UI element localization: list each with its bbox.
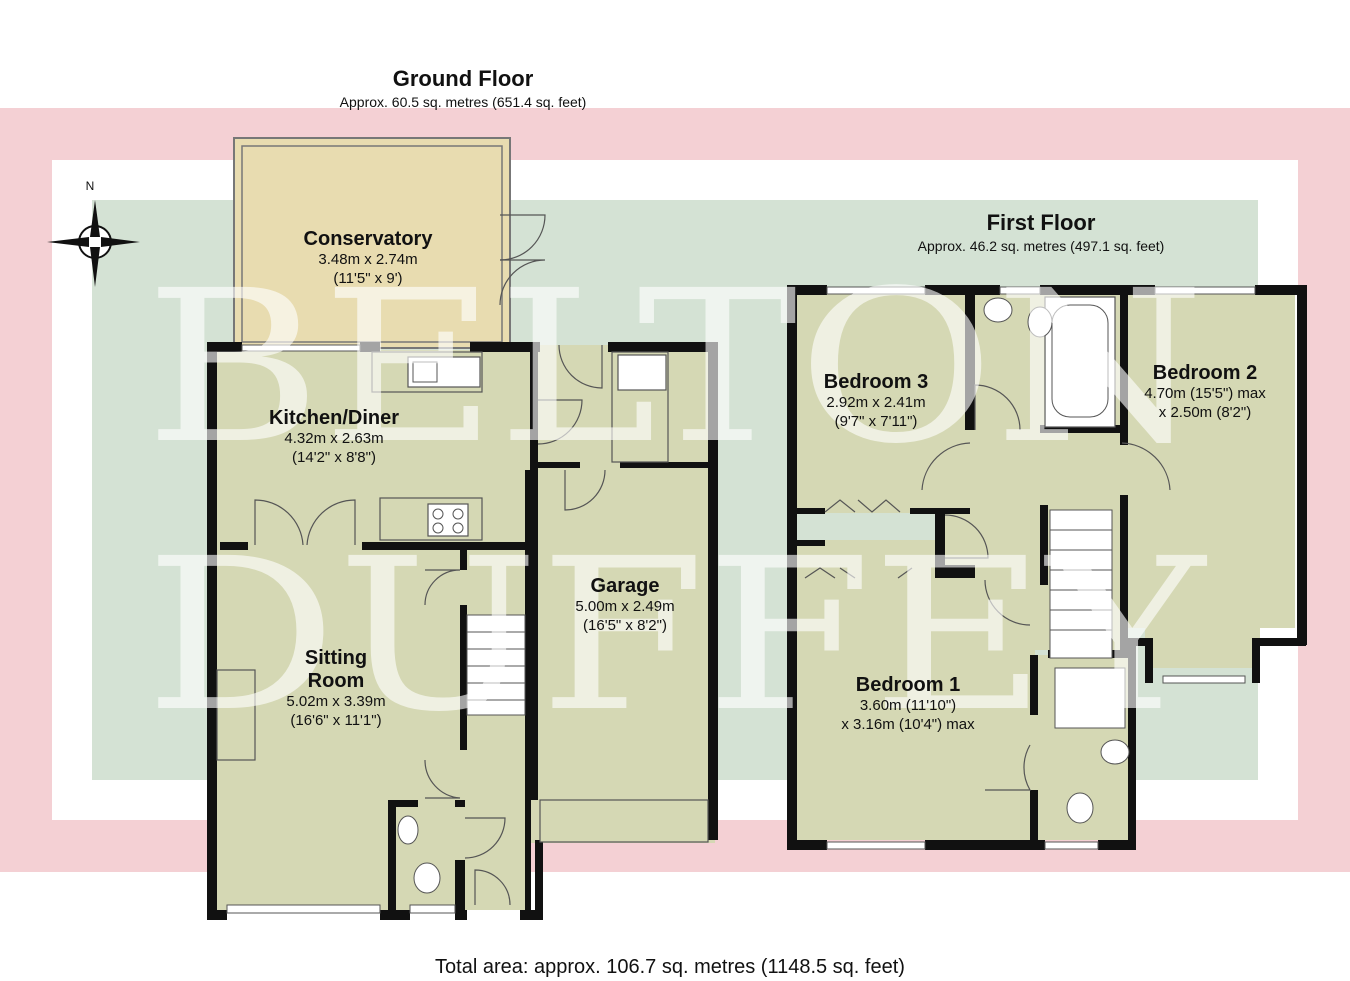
hob-ring [452,508,464,520]
sitting-room-name-2: Room [308,670,365,692]
bedroom3-dim-m: 2.92m x 2.41m [826,394,925,411]
bedroom3-window [826,286,926,295]
sitting-room-dim-ft: (16'6" x 11'1") [290,712,381,729]
wc-toilet [413,862,441,894]
bath-inner [1051,304,1109,418]
bathroom-toilet [1027,306,1053,338]
ground-floor-area: Approx. 60.5 sq. metres (651.4 sq. feet) [340,94,587,110]
hob-ring [432,522,444,534]
bedroom2-bay-window [1162,675,1246,684]
ground-floor-walls [207,342,718,920]
hob-ring [452,522,464,534]
first-floor-plan [787,285,1307,850]
hob-ring [432,508,444,520]
kitchen-sink-bowl [412,361,438,383]
utility-worktop [611,351,669,463]
conservatory-dim-ft: (11'5" x 9') [333,270,402,287]
bedroom2-window [1154,286,1256,295]
bedroom1-name: Bedroom 1 [856,674,960,696]
first-floor-door-swings [804,384,1171,791]
kitchen-dim-ft: (14'2" x 8'8") [292,449,376,466]
watermark-line-2: DUFFEY [145,513,1208,758]
kitchen-dim-m: 4.32m x 2.63m [284,430,383,447]
first-floor-title: First Floor [987,210,1096,235]
first-floor-stairs [1049,509,1113,659]
bedroom3-name: Bedroom 3 [824,371,928,393]
wc-basin [397,815,419,845]
conservatory-dim-m: 3.48m x 2.74m [318,251,417,268]
ensuite-toilet [1066,792,1094,824]
total-area: Total area: approx. 106.7 sq. metres (11… [435,956,905,978]
fireplace [216,669,256,761]
bedroom1-dim-2: x 3.16m (10'4") max [841,716,975,733]
wc-window [409,904,456,914]
bathroom-basin [983,297,1013,323]
bedroom2-dim-2: x 2.50m (8'2") [1159,404,1251,421]
kitchen-name: Kitchen/Diner [269,407,399,429]
bedroom1-window [826,841,926,850]
bathroom-window [999,286,1041,295]
ground-floor-door-swings [254,214,606,906]
ground-floor-title: Ground Floor [393,66,534,91]
bedroom1-dim-1: 3.60m (11'10") [860,697,956,714]
ground-floor-stairs [466,614,526,716]
utility-sink [617,354,667,391]
shower-tray [1054,667,1126,729]
sitting-room-name-1: Sitting [305,647,367,669]
ground-floor-plan [207,137,718,920]
bedroom2-dim-1: 4.70m (15'5") max [1144,385,1266,402]
bath [1044,296,1116,428]
conservatory-floor [233,137,511,349]
ensuite-basin [1100,739,1130,765]
ensuite-window [1044,841,1099,850]
garage-dim-m: 5.00m x 2.49m [575,598,674,615]
first-floor-area: Approx. 46.2 sq. metres (497.1 sq. feet) [918,238,1165,254]
garage-name: Garage [591,575,660,597]
conservatory-name: Conservatory [304,228,434,250]
bedroom3-dim-ft: (9'7" x 7'11") [835,413,918,430]
garage-door [539,799,709,843]
hob [427,503,469,537]
watermark: BELTON DUFFEY [145,245,1208,758]
bedroom2-name: Bedroom 2 [1153,362,1257,384]
hall-floor [465,545,530,910]
garage-floor [530,465,715,843]
conservatory-door-window [241,344,361,352]
bedroom2-bay-floor [1145,628,1260,668]
bedroom2-floor [1120,293,1295,628]
garage-dim-ft: (16'5" x 8'2") [583,617,667,634]
wc-floor [390,800,465,910]
compass-north-label: N [86,179,95,193]
front-window [226,904,381,914]
sitting-room-dim-m: 5.02m x 3.39m [286,693,385,710]
compass-rose-icon: N [47,179,140,287]
watermark-line-1: BELTON [145,245,1205,490]
first-floor-walls [787,285,1307,850]
